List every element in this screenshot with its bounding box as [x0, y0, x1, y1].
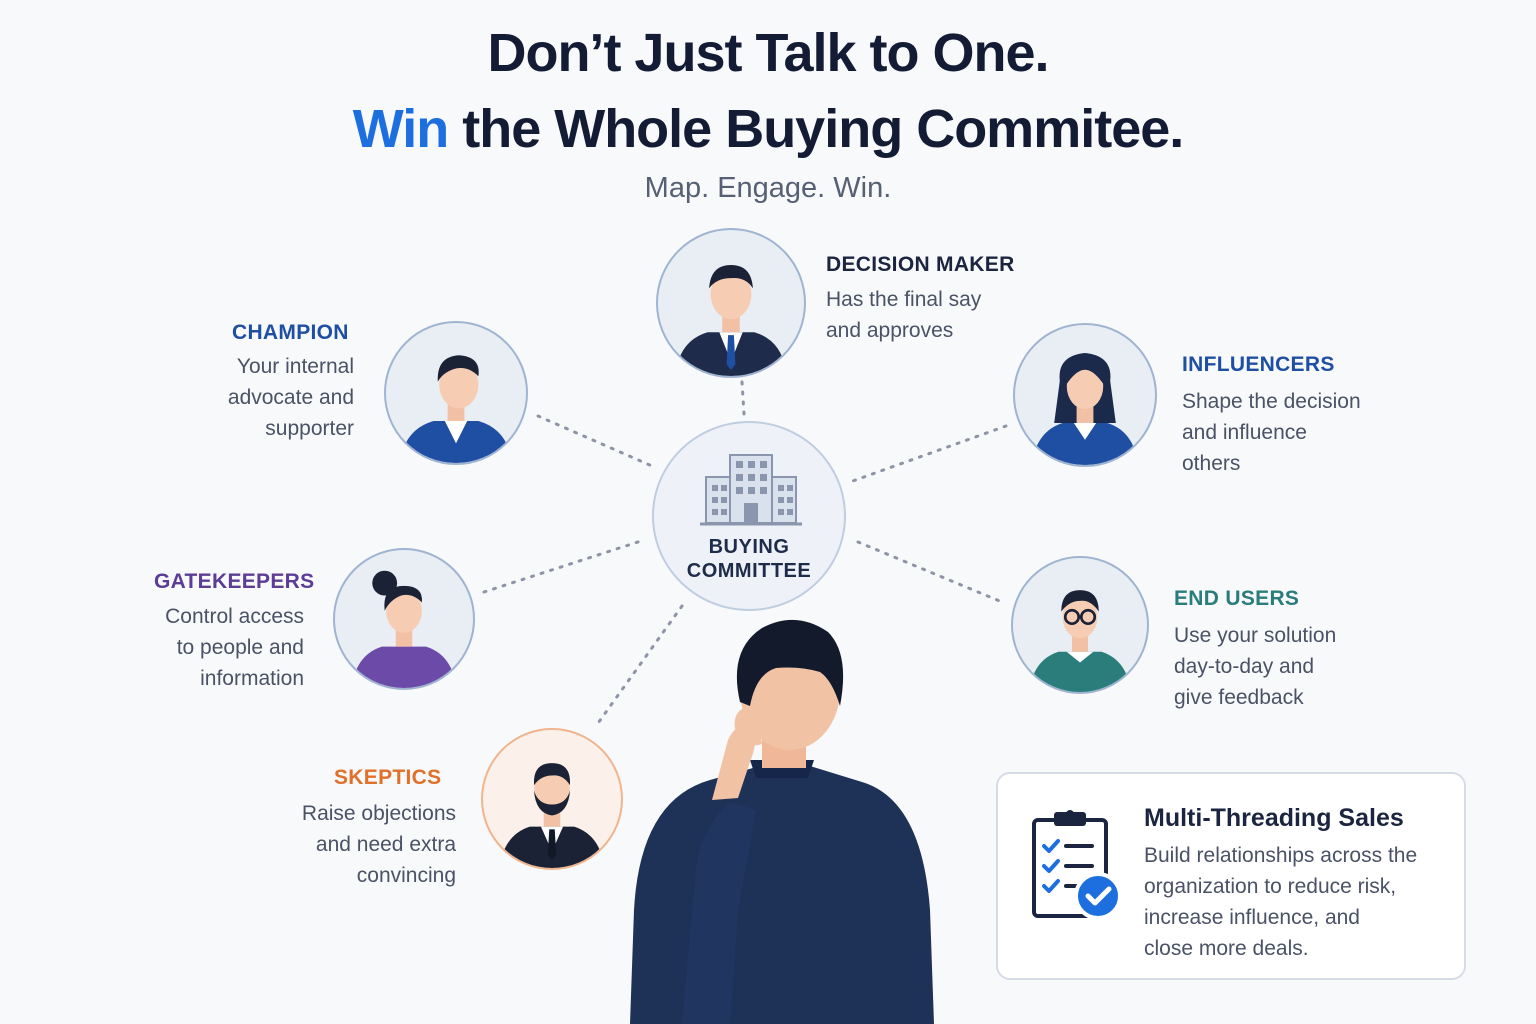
skeptics-desc-line: and need extra: [315, 833, 456, 856]
champion-title: CHAMPION: [232, 321, 349, 344]
connector-skeptics: [594, 604, 684, 728]
page-subtitle: Map. Engage. Win.: [644, 172, 892, 204]
end-users-avatar: [1011, 556, 1149, 694]
card-title: Multi-Threading Sales: [1144, 804, 1404, 832]
hub-label: BUYING COMMITTEE: [654, 535, 844, 583]
connector-end-users: [856, 540, 1004, 604]
gatekeepers-avatar: [333, 548, 475, 690]
connector-champion: [536, 414, 654, 468]
gatekeepers-portrait-icon: [351, 570, 457, 688]
card-body: Build relationships across the organizat…: [1144, 840, 1444, 964]
decision-maker-title: DECISION MAKER: [826, 253, 1015, 276]
card-body-line: organization to reduce risk,: [1144, 875, 1397, 898]
influencers-desc-line: Shape the decision: [1182, 390, 1361, 413]
skeptics-avatar: [481, 728, 623, 870]
gatekeepers-desc-line: to people and: [176, 636, 304, 659]
end-users-desc: Use your solution day-to-day and give fe…: [1174, 620, 1336, 713]
office-building-icon: [700, 454, 802, 526]
gatekeepers-title: GATEKEEPERS: [154, 570, 315, 593]
end-users-portrait-icon: [1029, 590, 1131, 692]
champion-desc: Your internal advocate and supporter: [204, 351, 354, 444]
champion-desc-line: advocate and: [227, 386, 354, 409]
connector-gatekeepers: [482, 538, 646, 594]
influencers-avatar: [1013, 323, 1157, 467]
connector-decision-maker: [740, 380, 746, 416]
card-body-line: increase influence, and: [1144, 906, 1360, 929]
influencers-portrait-icon: [1031, 353, 1139, 465]
end-users-desc-line: Use your solution: [1174, 624, 1337, 647]
title-line2-rest: the Whole Buying Commitee.: [448, 99, 1184, 159]
gatekeepers-desc-line: information: [200, 667, 304, 690]
end-users-desc-line: day-to-day and: [1174, 655, 1315, 678]
decision-maker-avatar: [656, 228, 806, 378]
title-accent-word: Win: [352, 99, 449, 159]
page-title-line2: Win the Whole Buying Commitee.: [0, 98, 1536, 160]
influencers-desc-line: others: [1182, 452, 1241, 475]
champion-desc-line: Your internal: [236, 355, 354, 378]
skeptics-title: SKEPTICS: [334, 766, 442, 789]
champion-desc-line: supporter: [265, 417, 354, 440]
influencers-title: INFLUENCERS: [1182, 353, 1335, 376]
champion-portrait-icon: [400, 355, 512, 463]
decision-maker-desc-line: Has the final say: [826, 288, 982, 311]
multi-threading-card: Multi-Threading Sales Build relationship…: [996, 772, 1466, 980]
end-users-desc-line: give feedback: [1174, 686, 1304, 709]
influencers-desc: Shape the decision and influence others: [1182, 386, 1361, 479]
gatekeepers-desc: Control access to people and information: [124, 601, 304, 694]
clipboard-checklist-icon: [1032, 810, 1122, 920]
end-users-title: END USERS: [1174, 587, 1300, 610]
page-title-line1: Don’t Just Talk to One.: [487, 23, 1049, 83]
decision-maker-desc: Has the final say and approves: [826, 284, 981, 346]
buying-committee-hub: BUYING COMMITTEE: [652, 421, 846, 611]
hub-label-line2: COMMITTEE: [686, 560, 812, 582]
decision-maker-desc-line: and approves: [826, 319, 954, 342]
skeptics-portrait-icon: [499, 763, 605, 868]
card-body-line: close more deals.: [1144, 937, 1309, 960]
skeptics-desc-line: convincing: [356, 864, 456, 887]
thinking-salesperson-illustration: [630, 619, 934, 1024]
champion-avatar: [384, 321, 528, 465]
gatekeepers-desc-line: Control access: [165, 605, 304, 628]
connector-influencers: [848, 424, 1008, 484]
influencers-desc-line: and influence: [1182, 421, 1307, 444]
skeptics-desc: Raise objections and need extra convinci…: [272, 798, 456, 891]
skeptics-desc-line: Raise objections: [301, 802, 456, 825]
hub-label-line1: BUYING: [708, 536, 790, 558]
decision-maker-portrait-icon: [675, 265, 787, 376]
card-body-line: Build relationships across the: [1144, 844, 1418, 867]
